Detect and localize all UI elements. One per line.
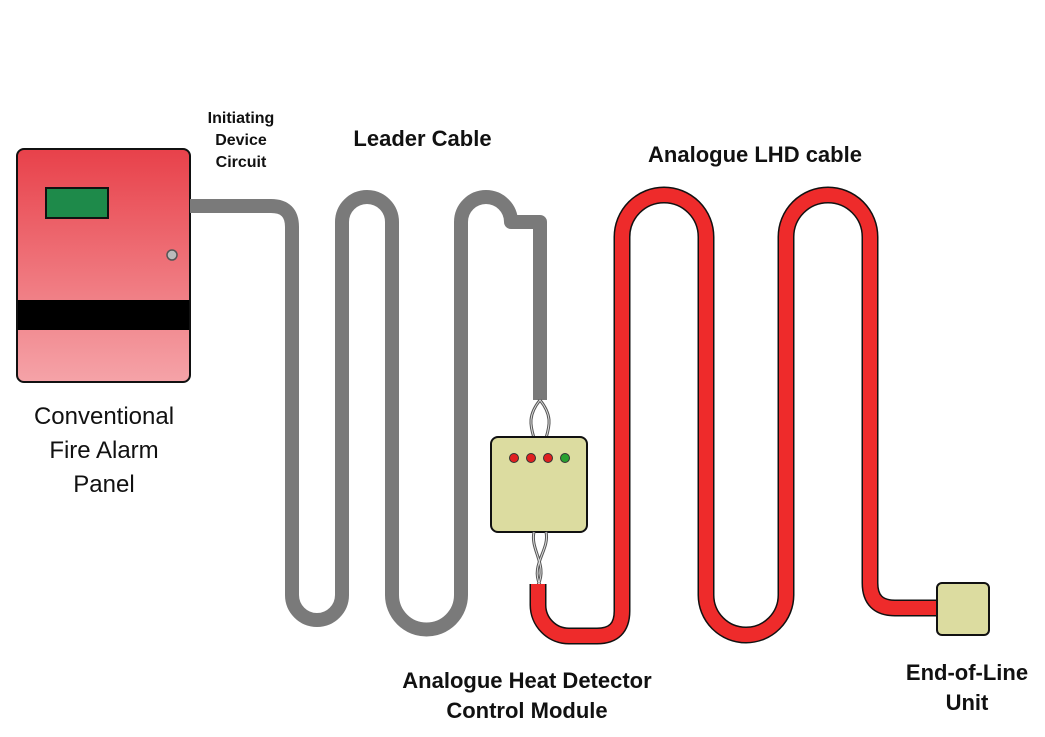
- panel-label: Conventional Fire Alarm Panel: [14, 400, 194, 502]
- module-label-line-1: Analogue Heat Detector: [402, 668, 652, 693]
- leader-cable-label: Leader Cable: [353, 126, 492, 151]
- panel-label-line-2: Fire Alarm: [49, 437, 159, 464]
- eol-label-line-2: Unit: [945, 690, 989, 715]
- module-box: [490, 436, 588, 533]
- module-led-2: [526, 453, 536, 463]
- fire-alarm-panel: [16, 148, 191, 383]
- module-led-1: [509, 453, 519, 463]
- heat-detector-control-module: [490, 436, 588, 533]
- panel-label-line-1: Conventional: [33, 403, 175, 430]
- lhd-cable-label: Analogue LHD cable: [648, 142, 862, 167]
- module-led-4: [560, 453, 570, 463]
- lhd-cable-fill: [531, 188, 940, 643]
- module-wires-top: [529, 399, 551, 439]
- lhd-cable: [529, 186, 940, 645]
- end-of-line-label: End-of-Line Unit: [892, 658, 1042, 718]
- idc-label-line-2: Device: [215, 132, 267, 149]
- panel-key-lock: [166, 249, 178, 261]
- idc-label-line-1: Initiating: [207, 110, 275, 127]
- initiating-device-circuit-label: Initiating Device Circuit: [196, 108, 286, 174]
- idc-label-line-3: Circuit: [215, 154, 267, 171]
- panel-label-line-3: Panel: [73, 471, 135, 498]
- module-label-line-2: Control Module: [446, 698, 608, 723]
- end-of-line-unit: [936, 582, 990, 636]
- module-wires-top-inner: [530, 399, 550, 439]
- eol-label-line-1: End-of-Line: [905, 660, 1029, 685]
- panel-black-band: [18, 300, 189, 330]
- leader-cable: [190, 190, 547, 637]
- control-module-label: Analogue Heat Detector Control Module: [362, 666, 692, 726]
- panel-body: [16, 148, 191, 383]
- panel-display: [45, 187, 109, 219]
- module-led-3: [543, 453, 553, 463]
- module-wires-bottom-inner: [532, 531, 548, 586]
